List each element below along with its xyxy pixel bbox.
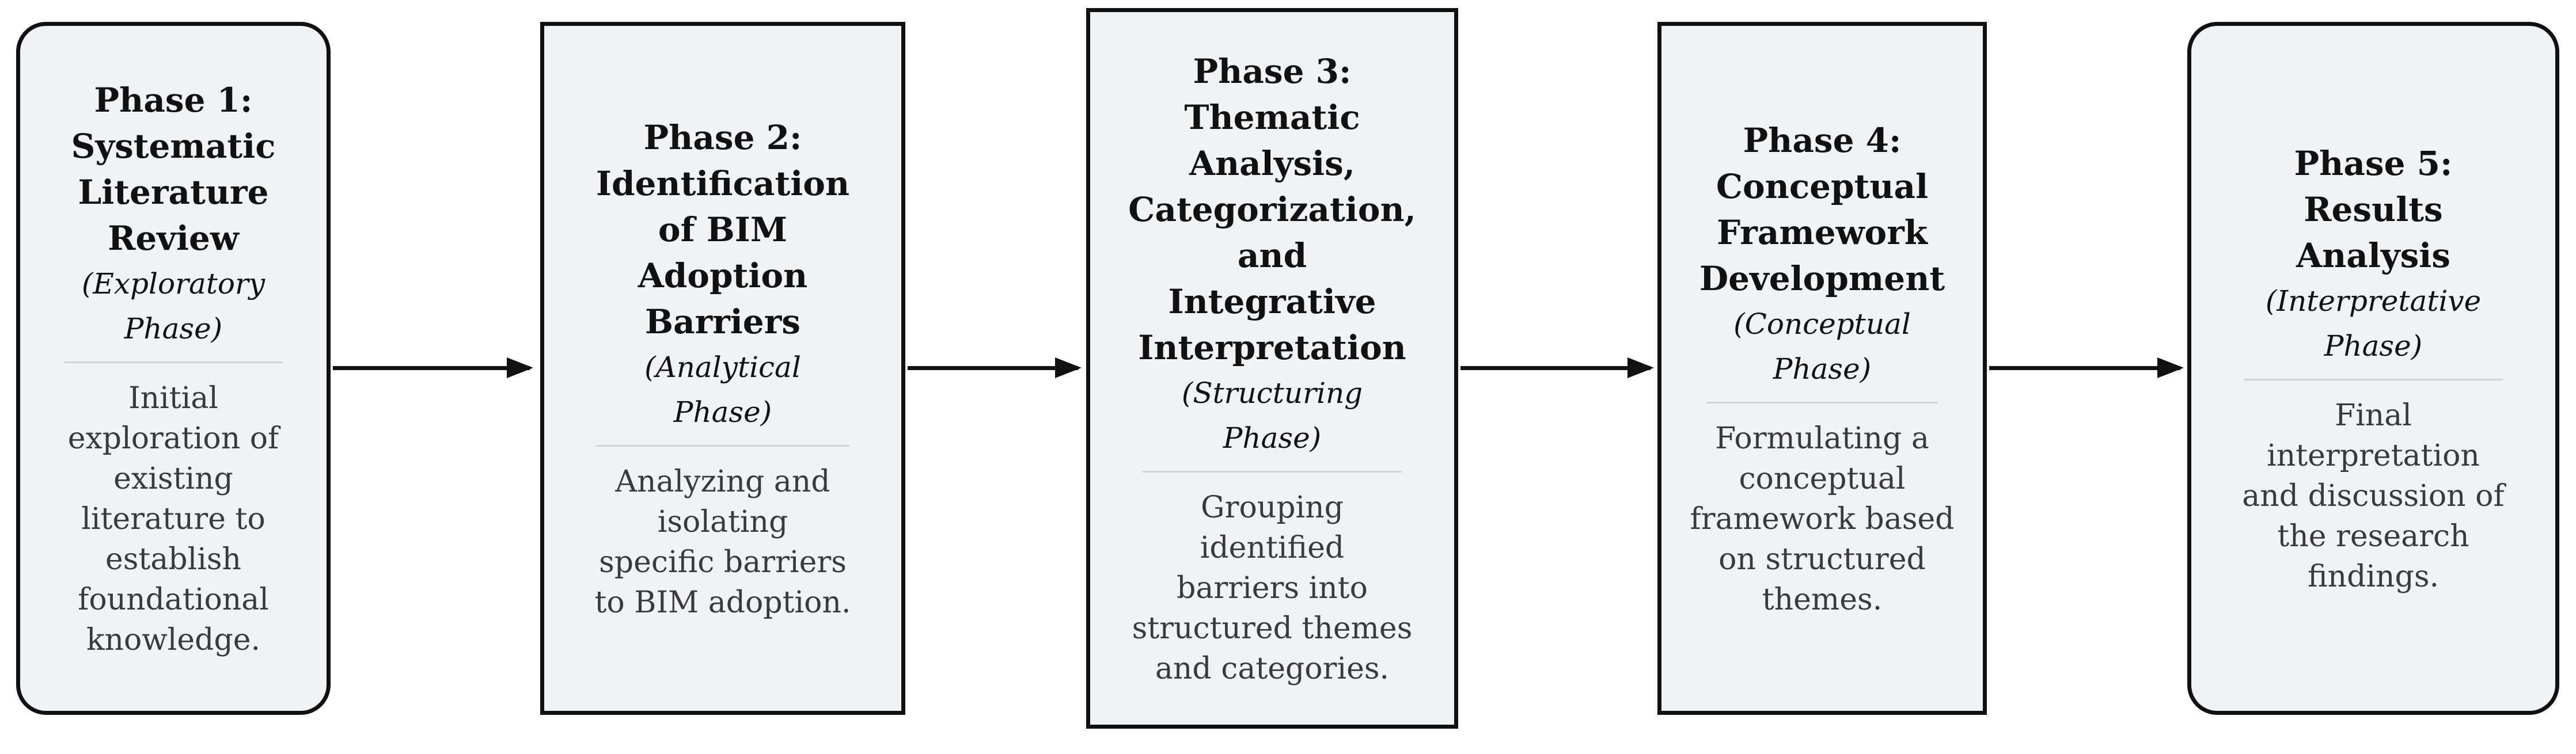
phase-3-title-line: Interpretation: [1138, 328, 1406, 367]
phase-5-subtitle-line: Phase): [2324, 329, 2423, 363]
phase-3-description-line: Grouping: [1201, 490, 1344, 525]
phase-4-title-line: Development: [1699, 258, 1945, 298]
phase-5-box: Phase 5: Results Analysis (Interpretativ…: [2187, 22, 2559, 715]
phase-4-description-line: conceptual: [1739, 461, 1906, 496]
arrow-right-icon: [333, 357, 533, 378]
phase-3-subtitle: (Structuring Phase): [1182, 371, 1363, 460]
phase-5-title-line: Phase 5:: [2294, 143, 2453, 183]
phase-1-title-line: Systematic: [71, 126, 276, 166]
phase-4-description-line: Formulating a: [1715, 421, 1929, 456]
phase-2-description-line: isolating: [657, 504, 788, 539]
phase-5-title-line: Results: [2304, 189, 2443, 229]
phase-5-description: Final interpretation and discussion of t…: [2242, 395, 2504, 597]
phase-1-description-line: exploration of: [67, 421, 279, 456]
phase-3-title-line: Phase 3:: [1193, 51, 1352, 91]
phase-4-title-line: Phase 4:: [1743, 120, 1902, 160]
phase-2-subtitle: (Analytical Phase): [644, 345, 801, 435]
phase-3-description-line: and categories.: [1155, 651, 1390, 686]
phase-2-title-line: of BIM: [658, 210, 788, 249]
arrow-right-icon: [1989, 357, 2184, 378]
phase-3-description-line: identified: [1200, 530, 1345, 565]
phase-3-title-line: Analysis,: [1189, 143, 1356, 183]
phase-4-description: Formulating a conceptual framework based…: [1690, 418, 1955, 620]
phase-4-title-line: Framework: [1717, 212, 1928, 252]
phase-3-subtitle-line: Phase): [1223, 421, 1322, 455]
phase-5-description-line: interpretation: [2267, 438, 2480, 473]
phase-2-description-line: Analyzing and: [615, 464, 830, 499]
phase-3-subtitle-line: (Structuring: [1181, 376, 1363, 410]
phase-1-title: Phase 1: Systematic Literature Review: [71, 77, 275, 261]
phase-1-title-line: Review: [108, 218, 239, 258]
phase-3-description-line: barriers into: [1177, 570, 1368, 606]
phase-2-description-line: to BIM adoption.: [594, 585, 851, 620]
phase-3-title-line: Integrative: [1168, 281, 1376, 321]
phase-3-description-line: structured themes: [1132, 611, 1413, 646]
phase-2-title-line: Phase 2:: [643, 117, 802, 157]
phase-2-title: Phase 2: Identification of BIM Adoption …: [596, 115, 849, 345]
phase-4-description-line: framework based: [1690, 501, 1955, 536]
phase-3-description: Grouping identified barriers into struct…: [1132, 488, 1413, 689]
arrow-right-icon: [908, 357, 1082, 378]
phase-5-description-line: and discussion of: [2242, 478, 2505, 513]
phase-1-description: Initial exploration of existing literatu…: [68, 378, 279, 660]
phase-5-divider: [2244, 378, 2503, 380]
phase-3-title-line: Categorization,: [1128, 189, 1416, 229]
phase-1-description-line: existing: [113, 461, 233, 496]
phase-4-box: Phase 4: Conceptual Framework Developmen…: [1657, 22, 1987, 715]
phase-3-box: Phase 3: Thematic Analysis, Categorizati…: [1086, 8, 1458, 729]
phase-1-subtitle-line: (Exploratory: [81, 266, 265, 300]
phase-3-divider: [1143, 470, 1402, 473]
phase-2-description: Analyzing and isolating specific barrier…: [595, 462, 851, 623]
phase-2-description-line: specific barriers: [599, 544, 847, 580]
phase-4-subtitle-line: Phase): [1773, 352, 1872, 386]
phase-3-title-line: Thematic: [1184, 97, 1360, 137]
phase-4-divider: [1707, 401, 1937, 403]
phase-4-subtitle: (Conceptual Phase): [1733, 302, 1911, 391]
phase-1-subtitle: (Exploratory Phase): [82, 261, 265, 351]
phase-4-title-line: Conceptual: [1716, 166, 1929, 206]
phase-5-description-line: the research: [2277, 519, 2469, 554]
phase-5-title: Phase 5: Results Analysis: [2294, 140, 2453, 279]
phase-2-title-line: Barriers: [645, 302, 801, 341]
phase-5-subtitle-line: (Interpretative: [2265, 284, 2482, 318]
phase-2-title-line: Identification: [595, 163, 850, 203]
phase-1-subtitle-line: Phase): [124, 311, 223, 345]
phase-2-subtitle-line: Phase): [673, 395, 772, 429]
phase-1-box: Phase 1: Systematic Literature Review (E…: [16, 22, 331, 715]
phase-2-title-line: Adoption: [638, 256, 808, 295]
phase-2-divider: [596, 444, 849, 447]
phase-1-title-line: Literature: [78, 172, 269, 212]
phase-1-description-line: Initial: [128, 380, 218, 416]
phase-4-title: Phase 4: Conceptual Framework Developmen…: [1699, 117, 1945, 302]
phase-5-title-line: Analysis: [2296, 235, 2450, 275]
phase-2-box: Phase 2: Identification of BIM Adoption …: [540, 22, 905, 715]
phase-2-subtitle-line: (Analytical: [644, 350, 801, 384]
phase-5-subtitle: (Interpretative Phase): [2266, 279, 2481, 368]
phase-4-description-line: themes.: [1762, 582, 1883, 617]
arrow-right-icon: [1460, 357, 1654, 378]
phase-1-description-line: establish: [105, 542, 242, 577]
phase-4-description-line: on structured: [1718, 542, 1926, 577]
phase-1-description-line: knowledge.: [86, 622, 261, 657]
phase-4-subtitle-line: (Conceptual: [1733, 307, 1911, 341]
phase-1-title-line: Phase 1:: [94, 80, 253, 120]
phase-1-description-line: literature to: [81, 501, 265, 536]
phase-3-title-line: and: [1237, 235, 1307, 275]
phase-5-description-line: Final: [2335, 398, 2412, 433]
phase-1-divider: [64, 361, 283, 363]
phase-1-description-line: foundational: [78, 582, 269, 617]
phase-3-title: Phase 3: Thematic Analysis, Categorizati…: [1128, 48, 1416, 371]
phase-5-description-line: findings.: [2307, 559, 2440, 594]
